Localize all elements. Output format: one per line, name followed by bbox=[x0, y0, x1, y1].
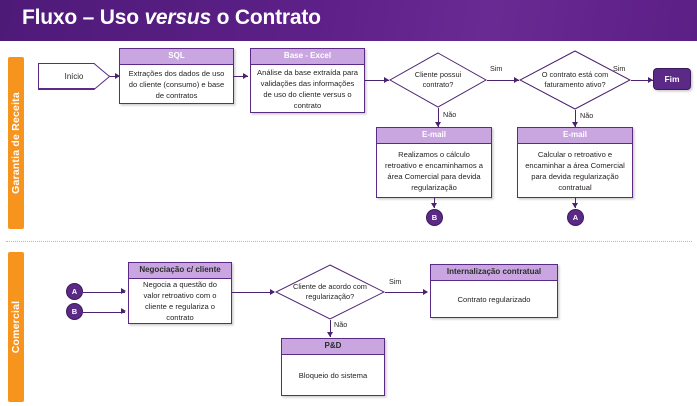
edge-acordo-sim-arrowhead bbox=[423, 288, 428, 295]
edge-connector-a-to-negociacao-arrowhead bbox=[121, 288, 126, 294]
node-ped-body: Bloqueio do sistema bbox=[298, 370, 368, 380]
node-email-retroativo-body: Realizamos o cálculo retroativo e encami… bbox=[385, 149, 483, 192]
edge-connector-b-to-negociacao-arrowhead bbox=[121, 308, 126, 314]
node-internalizacao-contratual[interactable]: Internalização contratual Contrato regul… bbox=[430, 264, 558, 318]
node-email-retroativo[interactable]: E-mail Realizamos o cálculo retroativo e… bbox=[376, 127, 492, 198]
decision-cliente-possui-contrato-label: Cliente possui contrato? bbox=[414, 70, 462, 89]
connector-b-bottom[interactable]: B bbox=[66, 303, 83, 320]
decision-cliente-de-acordo-label: Cliente de acordo com regularização? bbox=[293, 282, 367, 301]
connector-a-top-label: A bbox=[572, 213, 579, 222]
node-email-retroativo-header: E-mail bbox=[377, 128, 491, 144]
lane-comercial: Comercial bbox=[8, 252, 24, 402]
edge-faturamento-nao bbox=[575, 110, 576, 127]
lane-comercial-label: Comercial bbox=[10, 300, 22, 354]
node-negociacao-cliente-header: Negociação c/ cliente bbox=[129, 263, 231, 279]
edge-faturamento-sim-arrowhead bbox=[648, 76, 653, 83]
edge-label-sim-contrato: Sim bbox=[490, 64, 503, 73]
edge-email-right-to-connector-a-arrowhead bbox=[571, 203, 578, 208]
edge-label-sim-faturamento: Sim bbox=[613, 64, 626, 73]
edge-email-left-to-connector-b-arrowhead bbox=[430, 203, 437, 208]
edge-sql-to-base bbox=[234, 76, 248, 77]
title-banner: Fluxo – Uso versus o Contrato bbox=[0, 0, 697, 41]
edge-connector-b-to-negociacao bbox=[83, 311, 125, 313]
decision-cliente-possui-contrato-shape bbox=[389, 52, 487, 108]
edge-acordo-sim bbox=[385, 292, 427, 293]
terminal-fim-label: Fim bbox=[664, 74, 680, 84]
decision-cliente-de-acordo[interactable]: Cliente de acordo com regularização? bbox=[275, 264, 385, 320]
node-base-excel[interactable]: Base - Excel Análise da base extraída pa… bbox=[250, 48, 365, 113]
edge-contrato-sim-arrowhead bbox=[514, 76, 519, 83]
node-base-excel-body: Análise da base extraída para validações… bbox=[257, 67, 358, 110]
node-negociacao-cliente[interactable]: Negociação c/ cliente Negocia a questão … bbox=[128, 262, 232, 324]
edge-acordo-nao-arrowhead bbox=[326, 332, 333, 337]
page-title: Fluxo – Uso versus o Contrato bbox=[22, 6, 321, 30]
edge-faturamento-nao-arrowhead bbox=[571, 122, 578, 127]
page-title-part1: Fluxo – Uso bbox=[22, 6, 145, 29]
decision-cliente-de-acordo-shape bbox=[275, 264, 385, 320]
decision-contrato-faturamento-ativo-label: O contrato está com faturamento ativo? bbox=[541, 70, 609, 89]
edge-label-nao-contrato: Não bbox=[443, 110, 457, 119]
edge-contrato-nao-arrowhead bbox=[434, 122, 441, 127]
edge-negociacao-to-decision-acordo bbox=[232, 292, 274, 293]
node-sql-body: Extrações dos dados de uso do cliente (c… bbox=[128, 68, 225, 100]
connector-a-bottom[interactable]: A bbox=[66, 283, 83, 300]
node-sql-header: SQL bbox=[120, 49, 233, 65]
node-ped-header: P&D bbox=[282, 339, 384, 355]
start-node-inicio[interactable]: Início bbox=[38, 63, 110, 89]
node-internalizacao-contratual-header: Internalização contratual bbox=[431, 265, 557, 281]
connector-b-top[interactable]: B bbox=[426, 209, 443, 226]
node-internalizacao-contratual-body: Contrato regularizado bbox=[457, 294, 531, 304]
edge-inicio-to-sql-arrowhead bbox=[115, 72, 120, 79]
node-negociacao-cliente-body: Negocia a questão do valor retroativo co… bbox=[143, 280, 217, 323]
edge-sql-to-base-arrowhead bbox=[243, 72, 248, 79]
node-email-contratual[interactable]: E-mail Calcular o retroativo e encaminha… bbox=[517, 127, 633, 198]
lane-divider bbox=[6, 241, 692, 242]
terminal-fim[interactable]: Fim bbox=[653, 68, 691, 90]
page-title-part2: o Contrato bbox=[210, 6, 321, 29]
edge-acordo-nao bbox=[330, 320, 331, 337]
edge-label-sim-acordo: Sim bbox=[389, 277, 402, 286]
start-node-label: Início bbox=[64, 71, 84, 81]
edge-negociacao-to-decision-acordo-arrowhead bbox=[270, 288, 275, 295]
node-base-excel-header: Base - Excel bbox=[251, 49, 364, 65]
edge-connector-a-to-negociacao bbox=[83, 291, 125, 293]
edge-base-to-decision-contrato-arrowhead bbox=[384, 76, 389, 83]
lane-garantia-de-receita-label: Garantia de Receita bbox=[10, 92, 22, 194]
decision-contrato-faturamento-ativo[interactable]: O contrato está com faturamento ativo? bbox=[519, 50, 631, 110]
connector-a-bottom-label: A bbox=[71, 287, 78, 296]
edge-contrato-sim bbox=[487, 80, 519, 81]
node-email-contratual-header: E-mail bbox=[518, 128, 632, 144]
decision-contrato-faturamento-ativo-shape bbox=[519, 50, 631, 110]
lane-garantia-de-receita: Garantia de Receita bbox=[8, 57, 24, 229]
edge-label-nao-faturamento: Não bbox=[580, 111, 594, 120]
connector-b-bottom-label: B bbox=[71, 307, 78, 316]
edge-faturamento-sim bbox=[631, 80, 653, 81]
connector-b-top-label: B bbox=[431, 213, 438, 222]
connector-a-top[interactable]: A bbox=[567, 209, 584, 226]
edge-base-to-decision-contrato bbox=[365, 80, 389, 81]
node-sql[interactable]: SQL Extrações dos dados de uso do client… bbox=[119, 48, 234, 104]
node-ped[interactable]: P&D Bloqueio do sistema bbox=[281, 338, 385, 396]
decision-cliente-possui-contrato[interactable]: Cliente possui contrato? bbox=[389, 52, 487, 108]
edge-label-nao-acordo: Não bbox=[334, 320, 348, 329]
edge-contrato-nao bbox=[438, 108, 439, 127]
page-title-italic: versus bbox=[144, 6, 211, 29]
node-email-contratual-body: Calcular o retroativo e encaminhar a áre… bbox=[525, 149, 625, 192]
